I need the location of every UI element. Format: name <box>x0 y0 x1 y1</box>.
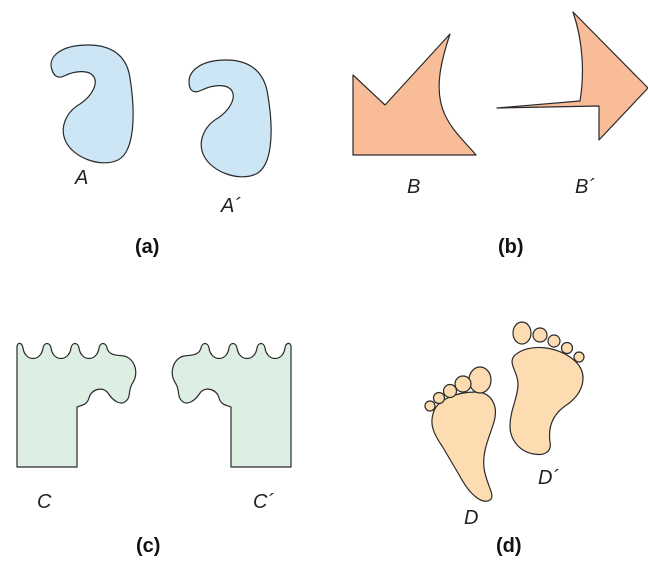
shape-b-arrow <box>353 34 476 155</box>
shape-label-c-prime: C´ <box>253 491 274 513</box>
shape-label-a-prime: A´ <box>220 195 241 217</box>
panel-label-a: (a) <box>135 236 159 258</box>
shape-label-c: C <box>37 491 52 513</box>
shape-c-wavy <box>17 343 136 467</box>
shape-label-d-prime: D´ <box>538 467 559 489</box>
footprint-d-prime-sole <box>510 347 583 454</box>
panel-b: B B´ (b) <box>353 12 648 258</box>
footprint-d-prime-toe-2 <box>533 328 547 342</box>
shape-label-b-prime: B´ <box>575 176 595 198</box>
footprint-d-sole <box>432 392 496 501</box>
shape-c-prime-wavy <box>172 343 291 467</box>
footprint-d-toe-1 <box>469 367 491 393</box>
footprint-d-prime <box>510 322 584 455</box>
shape-b-prime-arrow <box>497 12 648 140</box>
footprint-d-prime-toe-4 <box>562 343 573 354</box>
shape-label-d: D <box>464 507 478 529</box>
panel-c: C C´ (c) <box>17 343 291 557</box>
panel-label-d: (d) <box>496 535 522 557</box>
footprint-d-prime-toe-3 <box>548 335 560 347</box>
footprint-d-toe-3 <box>444 385 457 398</box>
footprint-d-prime-toe-5 <box>574 352 584 362</box>
shape-a-blob <box>51 45 133 163</box>
shape-label-b: B <box>407 176 420 198</box>
footprint-d-toe-2 <box>455 376 471 392</box>
footprint-d-toe-5 <box>425 401 435 411</box>
shape-label-a: A <box>74 167 88 189</box>
panel-label-b: (b) <box>498 236 524 258</box>
panel-label-c: (c) <box>136 535 160 557</box>
footprint-d-toe-4 <box>434 393 445 404</box>
shape-a-prime-blob <box>189 60 271 177</box>
panel-a: A A´ (a) <box>51 45 271 258</box>
panel-d: D D´ (d) <box>425 322 584 557</box>
footprint-d <box>425 367 495 501</box>
footprint-d-prime-toe-1 <box>513 322 531 344</box>
